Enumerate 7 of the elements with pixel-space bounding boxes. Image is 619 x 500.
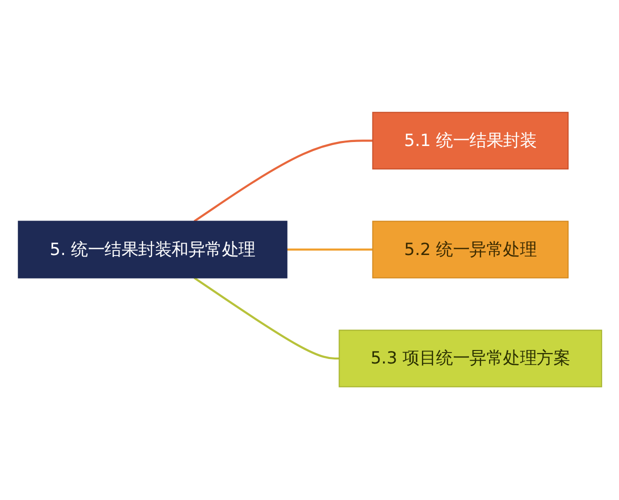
node-box: 5.3 项目统一异常处理方案	[338, 330, 602, 388]
connector	[193, 277, 339, 360]
connector	[193, 140, 372, 223]
node-box: 5.1 统一结果封装	[372, 112, 568, 170]
node-box: 5. 统一结果封装和异常处理	[17, 221, 287, 279]
connector	[286, 248, 372, 252]
node-box: 5.2 统一异常处理	[372, 221, 568, 279]
